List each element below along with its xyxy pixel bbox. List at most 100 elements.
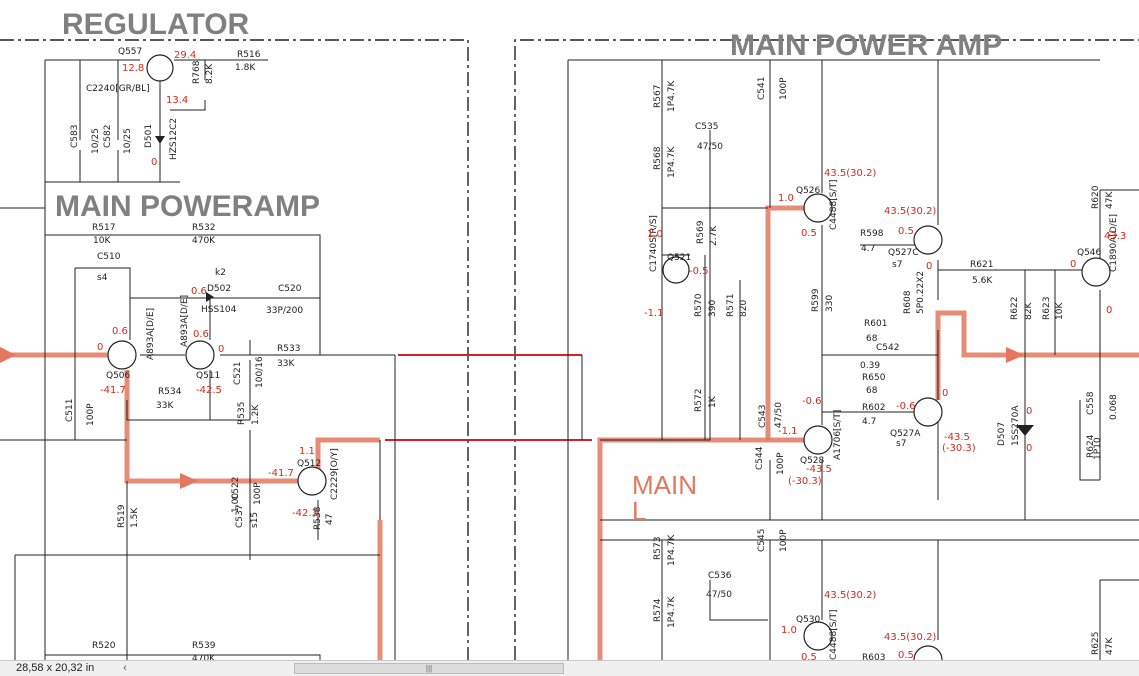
component-label-c545v: 100P	[779, 529, 789, 552]
component-label-c537: C537	[235, 505, 245, 528]
voltage-reading-9: 0	[218, 344, 224, 355]
component-label-q511t: A893A[D/E]	[180, 295, 190, 347]
title-main-power-amp: MAIN POWER AMP	[730, 29, 1002, 62]
schematic-canvas: REGULATOR MAIN POWERAMP MAIN POWER AMP M…	[0, 8, 1139, 660]
voltage-reading-12: -41.7	[268, 468, 294, 479]
voltage-reading-29: -1.1	[778, 426, 798, 437]
voltage-reading-13: -42.3	[292, 508, 318, 519]
voltage-reading-40: 0.5	[898, 650, 914, 660]
voltage-reading-33: (-30.3)	[788, 476, 822, 487]
component-label-c543v: 47/50	[774, 402, 784, 428]
component-label-q527a: Q527A	[890, 429, 921, 439]
component-label-c543: C543	[758, 405, 768, 428]
component-label-c510: C510	[97, 252, 121, 262]
component-label-c537v: s15	[250, 512, 260, 528]
component-label-q521t: C1740S[R/S]	[649, 215, 659, 272]
component-label-d501: D501	[144, 124, 154, 148]
component-label-c520: C520	[278, 284, 302, 294]
component-label-r602: R602	[862, 403, 885, 413]
voltage-reading-31: (-30.3)	[942, 443, 976, 454]
component-label-c541: C541	[757, 77, 767, 100]
voltage-reading-32: -43.5	[806, 464, 832, 475]
component-label-r624: R624	[1086, 434, 1096, 458]
component-label-r621: R621	[970, 260, 993, 270]
voltage-reading-36: 43.5(30.2)	[824, 590, 876, 601]
component-label-q526t: C4488[S/T]	[829, 180, 839, 230]
component-label-r602v: 4.7	[862, 417, 876, 427]
component-label-r625v: 47K	[1105, 637, 1115, 655]
component-label-c520v: 33P/200	[266, 306, 303, 316]
voltage-reading-2: 13.4	[166, 95, 188, 106]
voltage-reading-17: 43.5(30.2)	[824, 168, 876, 179]
component-label-q546: Q546	[1077, 248, 1102, 258]
component-label-c544: C544	[755, 446, 765, 470]
title-regulator: REGULATOR	[62, 8, 250, 41]
voltage-reading-37: 1.0	[781, 625, 797, 636]
horizontal-scrollbar[interactable]: |||	[134, 663, 1134, 674]
schematic-viewer[interactable]: REGULATOR MAIN POWERAMP MAIN POWER AMP M…	[0, 0, 1139, 660]
voltage-reading-22: 0	[926, 261, 932, 272]
voltage-reading-20: 43.5(30.2)	[884, 206, 936, 217]
component-label-r568v: 1P4.7K	[667, 146, 677, 178]
diode-d502-icon	[206, 292, 214, 302]
component-label-q546t: C1890A[D/E]	[1109, 214, 1119, 272]
component-label-r539v: 470K	[192, 654, 216, 660]
component-label-r601v: 68	[866, 334, 878, 344]
component-label-r570: R570	[694, 293, 704, 317]
component-label-r620: R620	[1091, 185, 1101, 209]
component-label-d501v: HZS12C2	[169, 118, 179, 160]
component-label-q527cs: s7	[892, 260, 902, 270]
scrollbar-thumb[interactable]: |||	[294, 663, 564, 674]
voltage-reading-27: -0.6	[802, 396, 822, 407]
voltage-reading-11: 1.1	[299, 446, 315, 457]
component-label-r516v: 1.8K	[235, 63, 256, 73]
component-label-d507v: 1SS270A	[1011, 405, 1021, 446]
voltage-reading-18: 1.0	[778, 193, 794, 204]
component-label-c582v: 10/25	[123, 128, 133, 154]
component-label-r574: R574	[653, 598, 663, 622]
component-label-r624v: 1P10	[1093, 437, 1103, 460]
transistor-q512-icon	[297, 466, 327, 496]
page-dimensions: 28,58 x 20,32 in	[16, 662, 95, 674]
component-label-c541v: 100P	[779, 77, 789, 100]
component-label-r768: R768	[192, 60, 202, 84]
component-label-r650: R650	[862, 373, 886, 383]
component-label-k2: k2	[215, 268, 226, 278]
component-label-r516: R516	[237, 50, 261, 60]
component-label-c522b: 100P	[253, 482, 263, 505]
transistor-q521-icon	[662, 256, 690, 284]
voltage-reading-5: 0	[97, 342, 103, 353]
component-label-d507: D507	[997, 422, 1007, 446]
component-label-r532v: 470K	[192, 236, 216, 246]
component-label-c545: C545	[757, 529, 767, 552]
component-label-r569: R569	[696, 220, 706, 244]
component-label-r625: R625	[1091, 632, 1101, 655]
component-label-r569v: 2.7K	[709, 225, 719, 246]
component-label-r535v: 1.2K	[251, 404, 261, 425]
component-label-r622: R622	[1010, 297, 1020, 320]
component-label-q521: Q521	[667, 253, 691, 263]
component-label-r520: R520	[92, 641, 116, 651]
component-label-c558v: 0.068	[1109, 394, 1119, 420]
component-label-r567v: 1P4.7K	[667, 80, 677, 112]
component-label-r517: R517	[92, 223, 115, 233]
component-label-q527c: Q527C	[888, 248, 919, 258]
transistor-q546-icon	[1081, 257, 1111, 287]
component-label-q530: Q530	[796, 615, 821, 625]
voltage-reading-0: 29.4	[174, 50, 196, 61]
component-label-q557: Q557	[118, 47, 142, 57]
voltage-reading-3: 0	[151, 157, 157, 168]
transistor-q528-icon	[803, 425, 833, 455]
component-label-c542: C542	[876, 343, 899, 353]
voltage-reading-4: 0.6	[112, 326, 128, 337]
voltage-reading-19: 0.5	[801, 228, 817, 239]
component-label-c521: C521	[233, 362, 243, 385]
component-label-q526: Q526	[796, 186, 821, 196]
scroll-left-button[interactable]: ‹	[123, 662, 127, 674]
transistor-q531-icon	[913, 645, 943, 660]
diode-d507-icon	[1016, 425, 1034, 436]
component-label-c511v: 100P	[86, 403, 96, 426]
component-label-c2240: C2240[GR/BL]	[86, 84, 150, 94]
component-label-d502v: HSS104	[201, 305, 237, 315]
